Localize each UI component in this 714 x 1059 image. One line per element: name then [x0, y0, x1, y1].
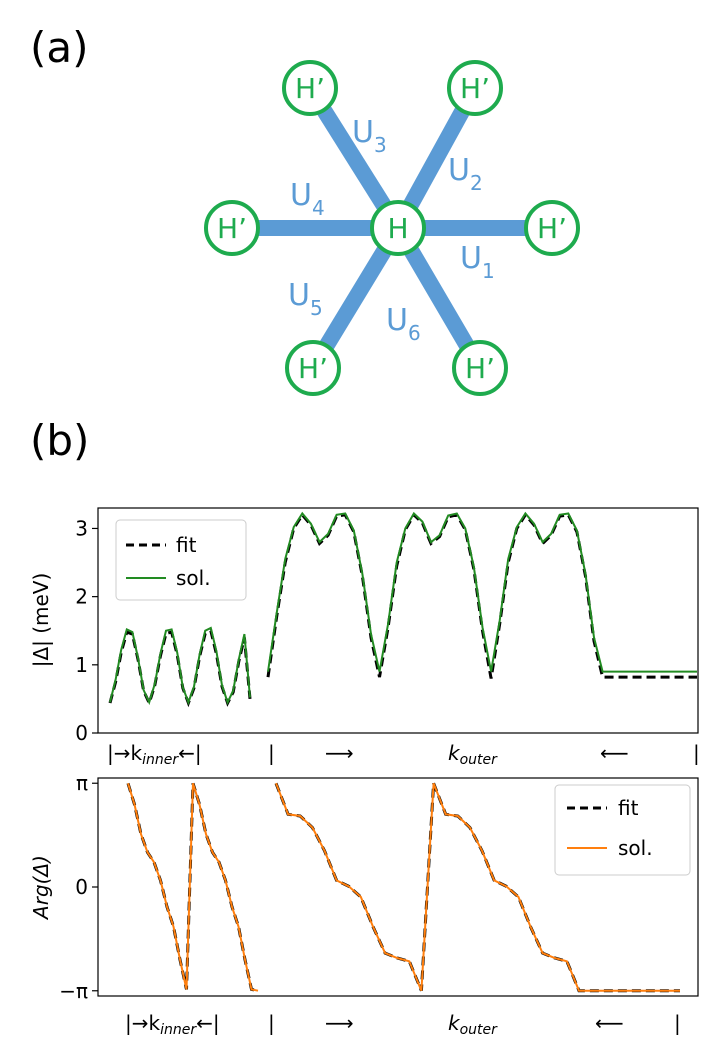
phase-legend-fit-label: fit: [618, 796, 639, 820]
magnitude-kpath-labels: |→kinner←| | ⟶ kouter ⟵ |: [107, 741, 700, 768]
kpath-outer-label: kouter: [448, 1011, 498, 1038]
magnitude-lines: [108, 511, 697, 708]
panel-b-label: (b): [30, 416, 89, 465]
kpath-outer-end: |: [693, 741, 700, 765]
node-outer-right: H’: [524, 200, 580, 256]
kpath-outer-end: |: [674, 1011, 681, 1035]
fit-line-k-outer: [266, 512, 697, 679]
phase-y-axis-title: Arg(Δ): [29, 855, 53, 921]
phase-legend: fit sol.: [554, 784, 691, 876]
magnitude-legend-box: [115, 519, 247, 601]
kpath-inner-label: |→kinner←|: [125, 1011, 220, 1038]
sol-line-k-outer: [267, 511, 697, 673]
magnitude-y-ticks: 0 1 2 3: [75, 516, 98, 745]
y-tick-label: 3: [75, 516, 88, 540]
bond-label-u3: U3: [352, 115, 387, 157]
node-outer-label: H’: [295, 72, 325, 105]
node-outer-bottom-right: H’: [452, 340, 508, 396]
node-outer-top-left: H’: [282, 60, 338, 116]
node-outer-left: H’: [204, 200, 260, 256]
phase-kpath-labels: |→kinner←| | ⟶ kouter ⟵ |: [125, 1011, 681, 1038]
magnitude-plot-frame: [97, 507, 699, 734]
node-outer-label: H’: [537, 212, 567, 245]
kpath-arrow-right: ⟶: [325, 1011, 354, 1035]
sol-line-k-inner: [127, 783, 259, 992]
bond-label-u6: U6: [386, 303, 421, 345]
node-outer-bottom-left: H’: [285, 340, 341, 396]
magnitude-legend-fit-label: fit: [176, 533, 197, 557]
y-tick-label: 0: [75, 721, 88, 745]
magnitude-legend-sol-label: sol.: [176, 566, 211, 590]
phase-legend-sol-label: sol.: [618, 836, 653, 860]
magnitude-legend: fit sol.: [115, 519, 247, 601]
hexagonal-coupling-diagram: U3 U2 U4 U1 U5 U6 H H’ H’ H’ H’ H’: [204, 60, 580, 396]
bond-label-u4: U4: [290, 178, 325, 220]
node-outer-label: H’: [217, 212, 247, 245]
node-outer-label: H’: [460, 72, 490, 105]
phase-chart: −π 0 π Arg(Δ) fit sol. |→kinner←| | ⟶ kout…: [29, 771, 699, 1038]
kpath-inner-label: |→kinner←|: [107, 741, 202, 768]
phase-legend-box: [554, 784, 691, 876]
kpath-outer-start: |: [268, 1011, 275, 1035]
kpath-arrow-left: ⟵: [595, 1011, 624, 1035]
panel-a-label: (a): [30, 23, 89, 72]
kpath-arrow-right: ⟶: [325, 741, 354, 765]
kpath-outer-label: kouter: [448, 741, 498, 768]
bond-label-u2: U2: [448, 153, 483, 195]
node-center-label: H: [387, 212, 408, 245]
node-outer-label: H’: [298, 352, 328, 385]
phase-y-ticks: −π 0 π: [59, 771, 98, 1003]
y-tick-label: π: [76, 771, 88, 795]
sol-line-k-outer: [275, 782, 680, 992]
sol-line-k-inner: [109, 626, 251, 706]
y-tick-label: 0: [75, 875, 88, 899]
kpath-arrow-left: ⟵: [600, 741, 629, 765]
magnitude-y-axis-title: |Δ| (meV): [29, 573, 53, 668]
phase-lines: [126, 782, 680, 993]
bond-label-u1: U1: [460, 241, 495, 283]
node-center: H: [370, 200, 426, 256]
magnitude-chart: 0 1 2 3 |Δ| (meV) fit sol. |→kinner←| | ⟶ k…: [29, 507, 700, 768]
kpath-outer-start: |: [268, 741, 275, 765]
y-tick-label: 1: [75, 653, 88, 677]
y-tick-label: 2: [75, 585, 88, 609]
bond-label-u5: U5: [288, 278, 323, 320]
y-tick-label: −π: [59, 979, 88, 1003]
node-outer-label: H’: [465, 352, 495, 385]
node-outer-top-right: H’: [447, 60, 503, 116]
